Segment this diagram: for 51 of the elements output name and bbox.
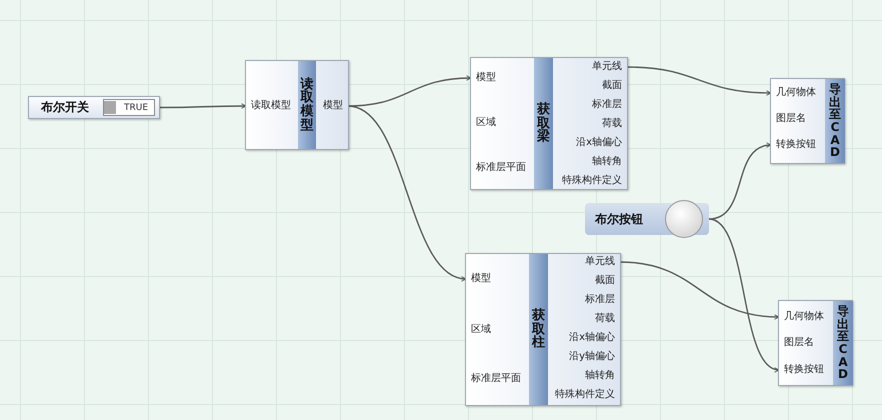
port-label: 轴转角: [548, 368, 620, 384]
component-box: [245, 60, 349, 150]
component-title: 导出至CAD: [829, 83, 841, 159]
toggle-component: [28, 96, 160, 119]
port-label: 模型: [316, 98, 348, 114]
wire: [348, 105, 466, 281]
component-box: [770, 78, 845, 164]
wire: [626, 66, 772, 96]
port-label: 荷载: [548, 311, 620, 327]
wire: [708, 218, 780, 372]
port-label: 沿x轴偏心: [553, 135, 627, 151]
port-label: 读取模型: [246, 98, 298, 114]
port-label: 区域: [471, 115, 534, 131]
component-title: 获取梁: [537, 103, 550, 144]
wire: [620, 261, 780, 320]
component-box: [470, 57, 628, 190]
port-label: 轴转角: [553, 154, 627, 170]
port-label: 模型: [466, 271, 529, 287]
port-label: 图层名: [771, 111, 825, 127]
port-label: 沿x轴偏心: [548, 330, 620, 346]
port-label: 标准层平面: [466, 371, 529, 387]
wire: [160, 103, 246, 109]
component-title: 导出至CAD: [837, 305, 849, 381]
component-box: [778, 300, 853, 386]
port-label: 标准层: [553, 97, 627, 113]
port-label: 特殊构件定义: [548, 387, 620, 403]
port-label: 标准层平面: [471, 160, 534, 176]
port-label: 几何物体: [771, 85, 825, 101]
port-label: 单元线: [548, 254, 620, 270]
port-label: 荷载: [553, 116, 627, 132]
value-field: TRUE: [103, 99, 156, 116]
wire: [708, 143, 772, 220]
port-label: 图层名: [779, 335, 833, 351]
port-label: 截面: [548, 273, 620, 289]
port-label: 标准层: [548, 292, 620, 308]
component-title: 获取柱: [532, 309, 545, 350]
component-title: 布尔开关: [41, 99, 89, 116]
component-title: 布尔按钮: [595, 210, 643, 228]
button-component: [585, 203, 709, 235]
wire: [348, 75, 472, 107]
port-label: 沿y轴偏心: [548, 349, 620, 365]
component-title: 读取模型: [300, 78, 314, 132]
port-label: 截面: [553, 78, 627, 94]
port-label: 转换按钮: [771, 137, 825, 153]
component-box: [465, 253, 621, 406]
port-label: 特殊构件定义: [553, 173, 627, 189]
port-label: 模型: [471, 70, 534, 86]
port-label: 单元线: [553, 59, 627, 75]
port-label: 区域: [466, 322, 529, 338]
port-label: 转换按钮: [779, 362, 833, 378]
port-label: 几何物体: [779, 309, 833, 325]
